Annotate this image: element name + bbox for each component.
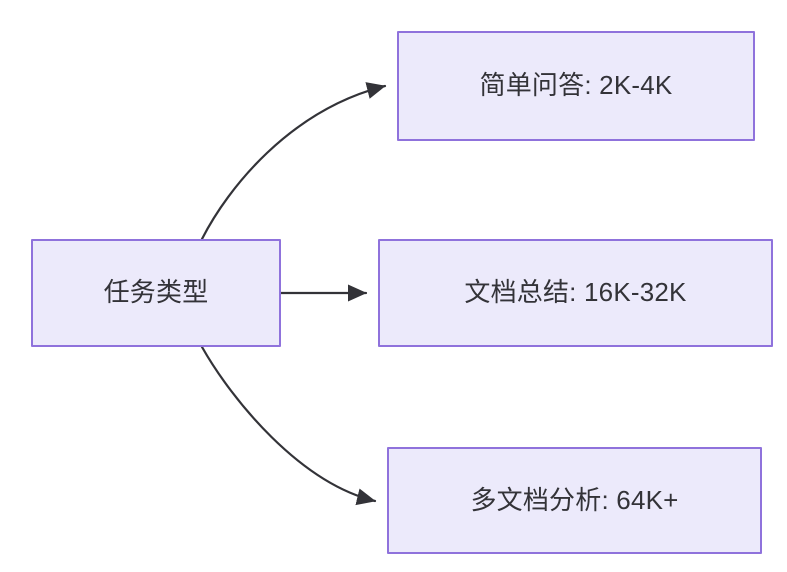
node-root-label: 任务类型	[103, 277, 209, 308]
node-task-multi-doc-label: 多文档分析: 64K+	[470, 484, 679, 515]
node-task-doc-summary[interactable]: 文档总结: 16K-32K	[378, 239, 773, 347]
node-task-multi-doc[interactable]: 多文档分析: 64K+	[387, 447, 762, 554]
node-task-simple-qa[interactable]: 简单问答: 2K-4K	[397, 31, 755, 141]
node-root[interactable]: 任务类型	[31, 239, 281, 347]
node-task-doc-summary-label: 文档总结: 16K-32K	[464, 277, 687, 308]
edge-root-to-multi-doc	[200, 345, 377, 506]
edge-root-to-simple-qa	[200, 82, 387, 241]
node-task-simple-qa-label: 简单问答: 2K-4K	[479, 70, 673, 101]
